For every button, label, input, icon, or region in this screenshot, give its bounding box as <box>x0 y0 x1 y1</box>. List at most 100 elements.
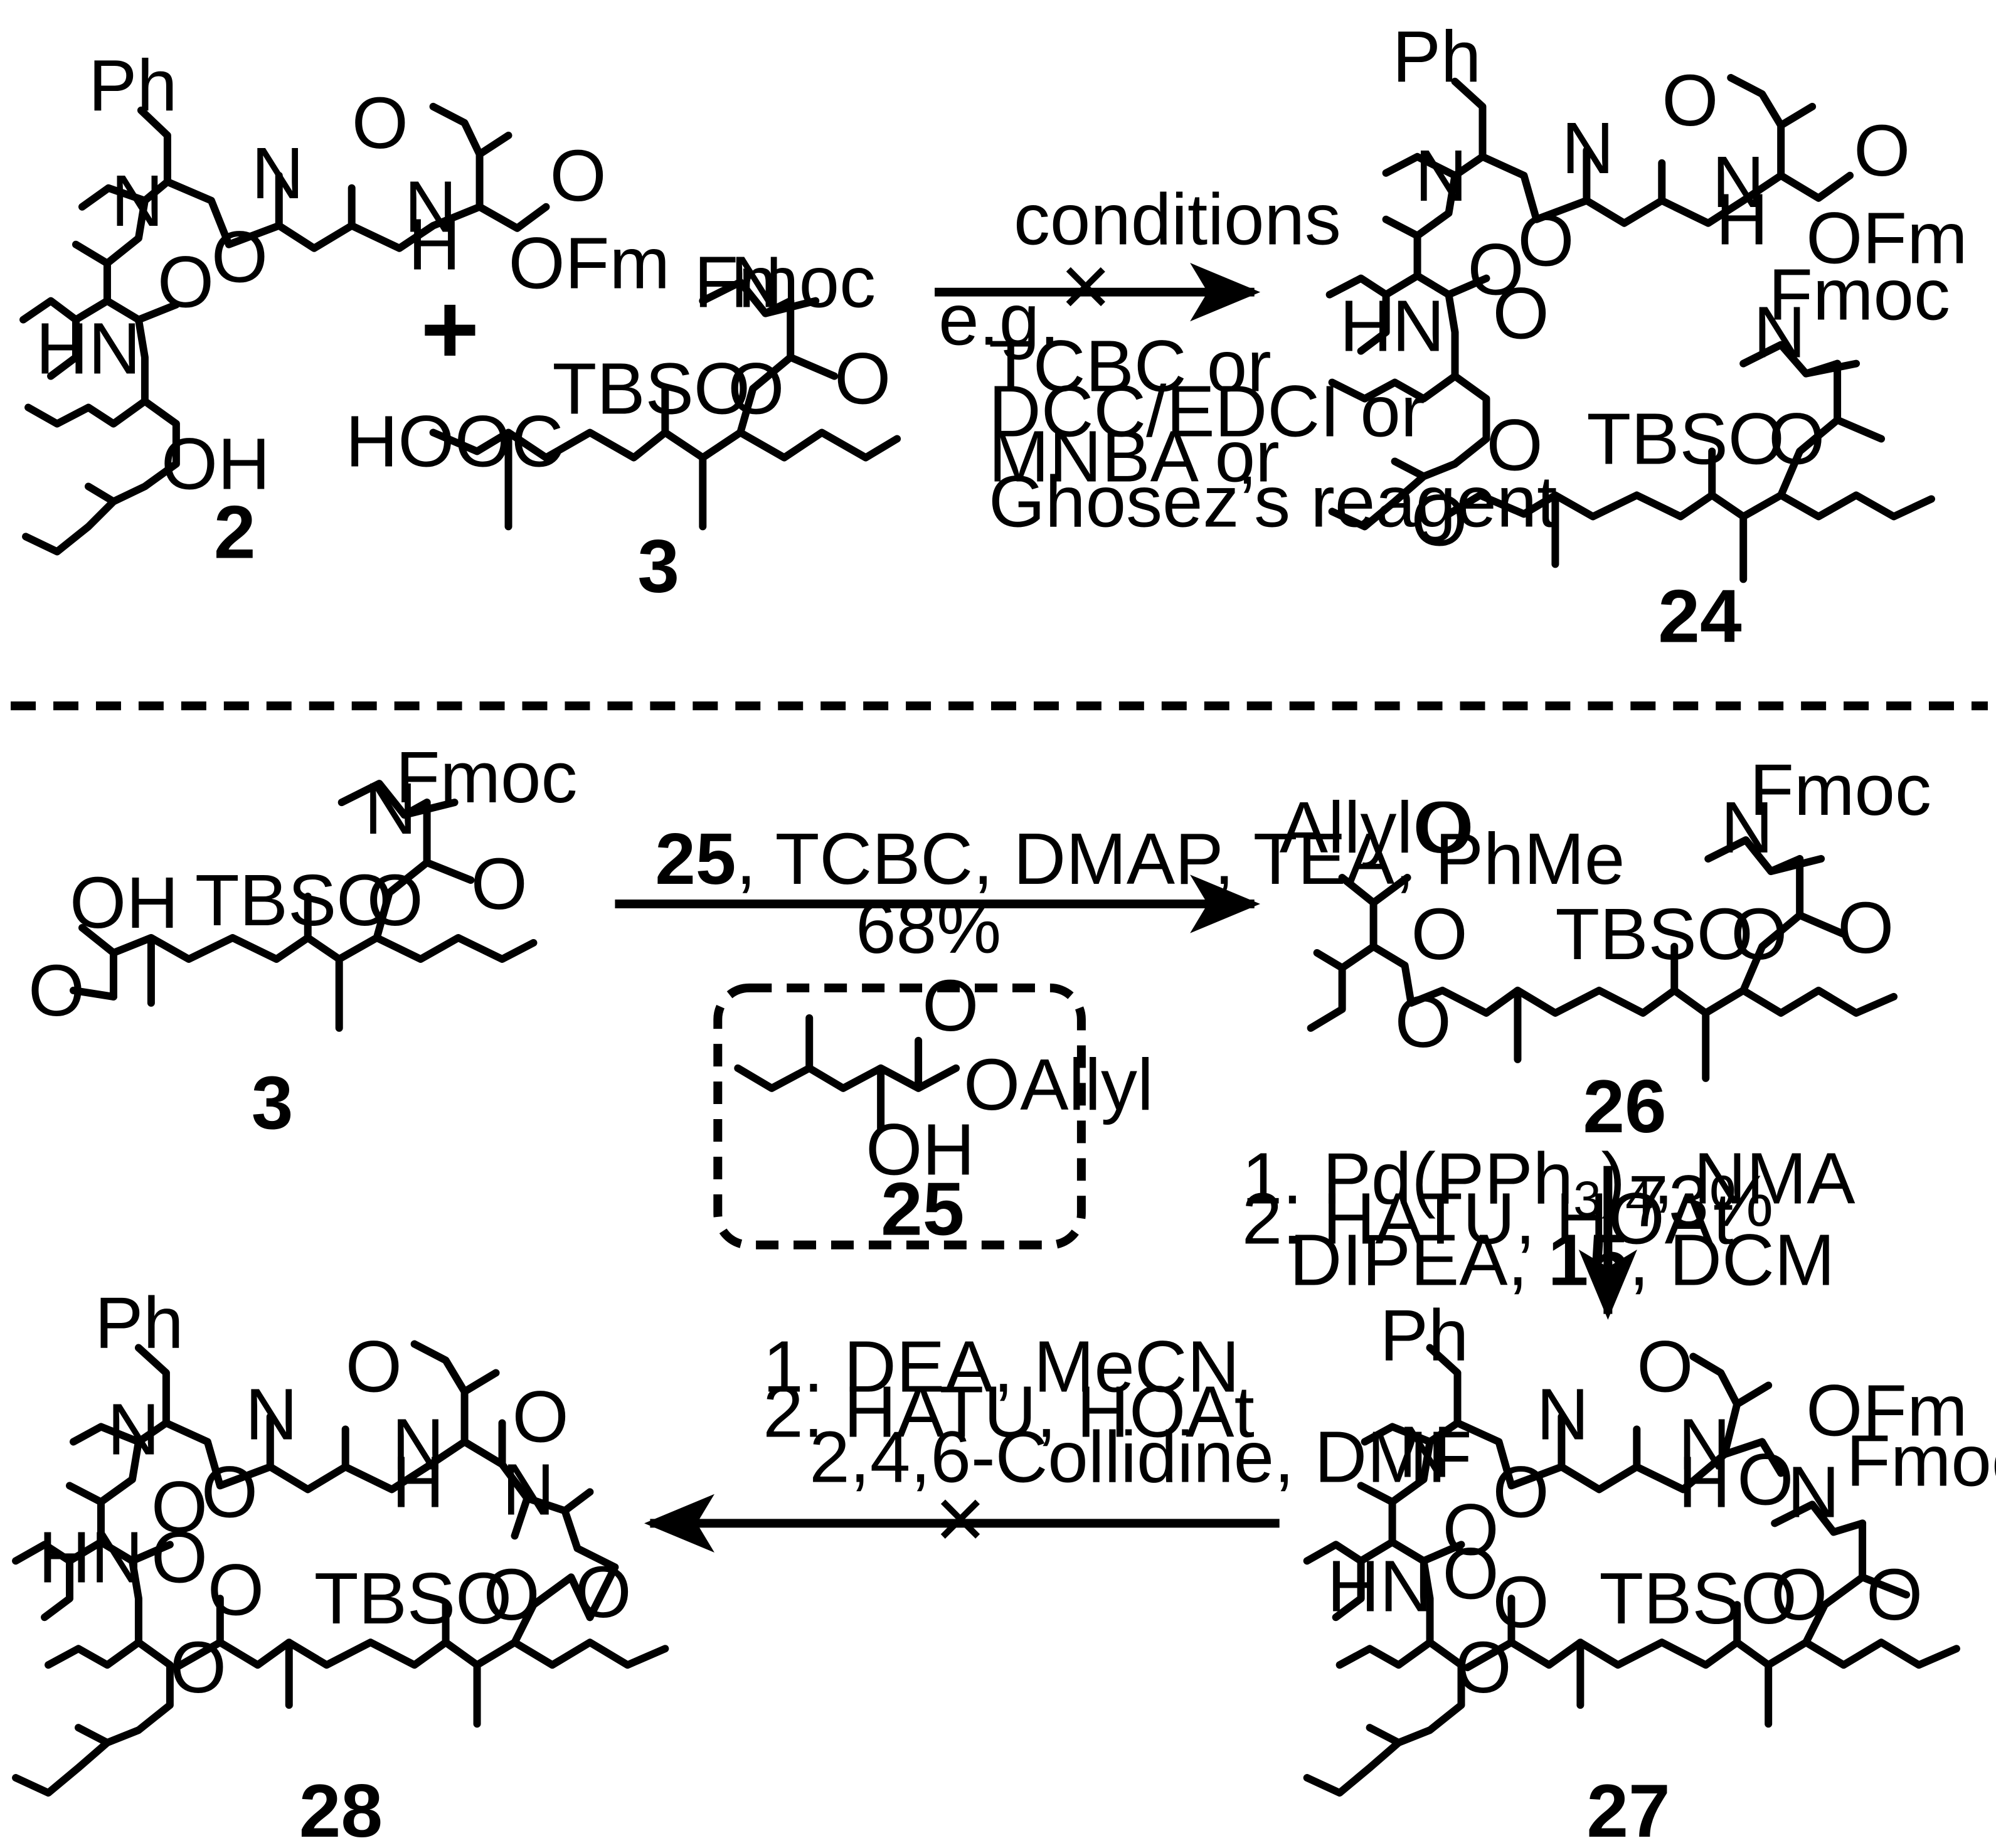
r3-step2b-bold: 15 <box>1548 1219 1629 1301</box>
c24-ph: Ph <box>1393 16 1482 97</box>
c28-o5: O <box>151 1516 208 1598</box>
r3-step1-a: 1. Pd(PPh <box>1242 1138 1573 1219</box>
c24-fmoc: Fmoc <box>1768 254 1950 336</box>
c28-n3: N <box>502 1448 555 1530</box>
c3b-o2: O <box>367 859 423 941</box>
c27-h: H <box>1678 1441 1731 1522</box>
c27-o8: O <box>1771 1554 1827 1635</box>
compound-2: Ph N N O O O O N H OFm HN OH 2 <box>19 45 671 574</box>
r3-step2b-a: DIPEA, <box>1290 1219 1548 1301</box>
r2-yield: 68% <box>856 887 1001 969</box>
c27-o1: O <box>1443 1489 1499 1570</box>
c27-tbso: TBSO <box>1599 1558 1797 1639</box>
c24-o6: O <box>1486 404 1542 486</box>
c24-ofm: OFm <box>1806 198 1968 279</box>
c28-tbso: TBSO <box>314 1558 512 1639</box>
c2-ofm: OFm <box>509 223 671 304</box>
r3-step1-b: ) <box>1601 1138 1626 1219</box>
r3-step2b-c: , DCM <box>1629 1219 1835 1301</box>
compound-3-bottom: Fmoc N OH TBSO O O O 3 <box>28 736 577 1145</box>
c26-allylo: AllylO <box>1280 787 1470 868</box>
c28-nh: N <box>392 1403 445 1485</box>
c27-ph: Ph <box>1380 1295 1469 1376</box>
c28-o1: O <box>151 1466 208 1548</box>
r1-opt-3: MNBA or <box>989 415 1280 497</box>
c24-o8: O <box>1768 398 1825 479</box>
r4-step2: 2. HATU, HOAt <box>763 1371 1255 1452</box>
r4-step3: 2,4,6-Collidine, DMF <box>809 1416 1472 1497</box>
c26-o5: O <box>1395 981 1452 1063</box>
c3a-hooc: HOOC <box>346 400 564 482</box>
c26-o4: O <box>1837 887 1894 969</box>
r1-conditions: conditions <box>1014 179 1341 260</box>
compound-3-top: Fmoc N TBSO O O HOOC 3 <box>346 242 901 608</box>
compound-25: O OAllyl OH 25 <box>713 965 1154 1251</box>
c3a-o1: O <box>728 348 784 430</box>
c27-o5: O <box>1443 1532 1499 1614</box>
c24-n2: N <box>1561 107 1614 189</box>
c26-o3: O <box>1731 893 1787 975</box>
c27-o2: O <box>1492 1451 1549 1532</box>
c2-nh1: N <box>405 166 457 248</box>
r4-step1: 1. DEA, MeCN <box>763 1325 1240 1407</box>
c27-o3: O <box>1637 1325 1693 1407</box>
c28-o4: O <box>512 1376 569 1457</box>
c27-hn: HN <box>1327 1545 1432 1627</box>
c24-o7: O <box>1411 479 1468 561</box>
plus-sign: + <box>421 273 479 385</box>
c3b-o1: O <box>28 950 85 1031</box>
c27-label: 27 <box>1586 1769 1670 1848</box>
c2-o1: O <box>157 242 214 323</box>
c24-tbso: TBSO <box>1586 398 1785 479</box>
c26-o1: O <box>1418 787 1474 868</box>
c28-label: 28 <box>299 1769 383 1848</box>
r2-reagent-bold: 25 <box>655 818 736 900</box>
c3a-o2: O <box>834 338 891 420</box>
c24-hn: HN <box>1340 285 1445 367</box>
r3-step1-sub: 3 <box>1573 1171 1601 1227</box>
reaction-4: 1. DEA, MeCN 2. HATU, HOAt 2,4,6-Collidi… <box>644 1325 1472 1567</box>
c25-oh: OH <box>866 1109 975 1191</box>
compound-24: Ph N N O O O N H OFm O HN O Fmoc N TBSO … <box>1325 16 1968 658</box>
c27-n2: N <box>1536 1373 1589 1455</box>
c28-o9: O <box>575 1551 631 1633</box>
c2-h1: H <box>408 204 461 285</box>
c24-o5: O <box>1492 273 1549 354</box>
c28-o8: O <box>484 1554 540 1635</box>
c24-n1: N <box>1415 135 1468 216</box>
c27-o9: O <box>1866 1554 1923 1635</box>
compound-26: AllylO O Fmoc N O TBSO O O O 26 <box>1280 749 1931 1149</box>
c3a-n: N <box>730 242 783 323</box>
c28-hn: HN <box>38 1516 143 1598</box>
c27-o4: O <box>1737 1438 1793 1520</box>
r3-step2: 2. HATU, HOAt <box>1242 1178 1734 1260</box>
c24-o2: O <box>1517 200 1574 282</box>
c3b-n: N <box>364 768 417 849</box>
c3b-tbso: TBSO <box>195 859 393 941</box>
c2-o3: O <box>352 82 408 164</box>
c2-ph: Ph <box>88 45 178 126</box>
c3b-fmoc: Fmoc <box>396 736 578 818</box>
r1-eg: e.g. <box>938 279 1059 361</box>
c27-ofm: OFm <box>1806 1369 1968 1451</box>
c25-label: 25 <box>881 1167 964 1251</box>
c3a-fmoc: Fmoc <box>694 242 876 323</box>
c24-label: 24 <box>1658 574 1742 658</box>
r2-reagents: 25, TCBC, DMAP, TEA, PhMe <box>655 818 1625 900</box>
c2-o4: O <box>549 135 606 216</box>
c25-box <box>713 983 1086 1250</box>
c2-o2: O <box>211 216 268 298</box>
c24-o3: O <box>1662 60 1718 141</box>
r3-step1-c: , NMA <box>1654 1138 1856 1219</box>
c25-o: O <box>922 965 979 1046</box>
c3b-label: 3 <box>252 1061 294 1145</box>
r3-step1-sub2: 4 <box>1625 1171 1653 1227</box>
c28-h: H <box>392 1441 445 1522</box>
r3-step2b: DIPEA, 15, DCM <box>1290 1219 1835 1301</box>
c2-label: 2 <box>214 490 256 574</box>
r1-cross: × <box>1060 236 1112 335</box>
reaction-3: 1. Pd(PPh3)4, NMA 2. HATU, HOAt DIPEA, 1… <box>1242 1138 1856 1320</box>
c28-n2: N <box>245 1373 298 1455</box>
c3b-o3: O <box>471 843 528 925</box>
